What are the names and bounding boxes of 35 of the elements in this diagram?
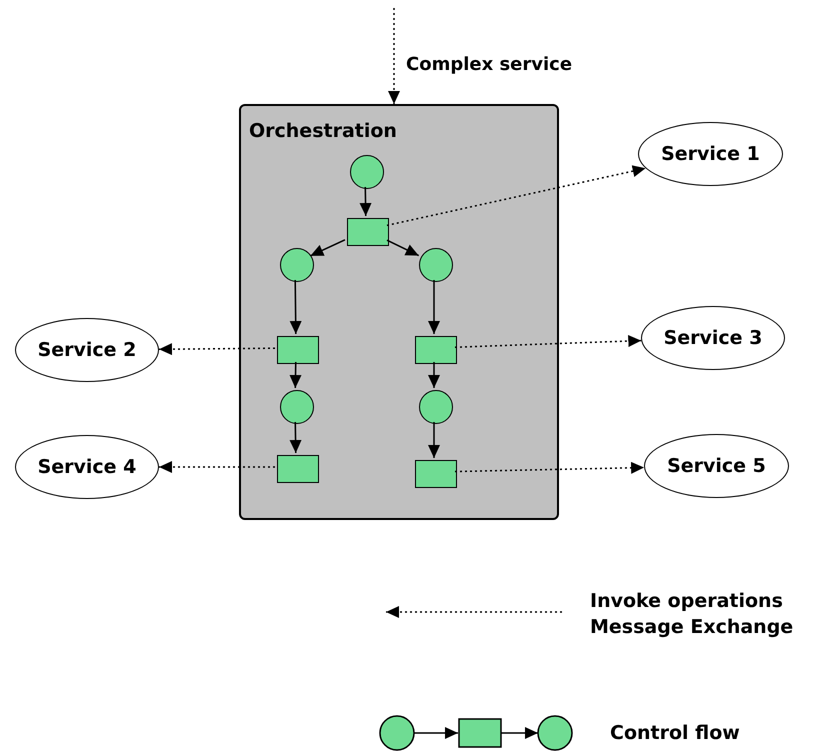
dotted-arrow <box>388 8 400 104</box>
legend-text: Control flow <box>610 721 741 746</box>
service-name: Service 2 <box>38 339 136 361</box>
arrow <box>360 186 372 216</box>
transition-box <box>347 218 389 246</box>
dotted-arrow <box>158 343 275 356</box>
arrow <box>386 240 420 256</box>
arrow <box>428 280 440 334</box>
service-name: Service 4 <box>38 456 136 478</box>
transition-box <box>277 336 319 364</box>
orchestration-panel <box>239 104 559 520</box>
service-name: Service 3 <box>664 327 762 349</box>
dotted-arrow <box>386 165 646 226</box>
dotted-arrow <box>454 335 642 348</box>
place-circle <box>419 390 453 424</box>
arrow <box>290 362 302 388</box>
legend-text: Invoke operations Message Exchange <box>590 589 794 640</box>
transition-box <box>277 455 319 483</box>
place-circle <box>350 155 384 189</box>
service-name: Service 5 <box>667 455 766 477</box>
arrow <box>310 239 346 257</box>
dotted-arrow <box>454 462 644 474</box>
transition-box <box>415 460 457 488</box>
transition-box <box>415 336 457 364</box>
group-heading: Orchestration <box>249 120 397 142</box>
arrow <box>428 362 440 388</box>
edge-label: Complex service <box>404 54 574 75</box>
arrow <box>290 280 302 334</box>
dotted-arrow <box>159 461 275 473</box>
place-circle <box>419 248 453 282</box>
place-circle <box>280 248 314 282</box>
place-circle <box>280 390 314 424</box>
service-name: Service 1 <box>661 143 760 165</box>
arrow <box>290 422 302 454</box>
arrow <box>428 422 440 458</box>
